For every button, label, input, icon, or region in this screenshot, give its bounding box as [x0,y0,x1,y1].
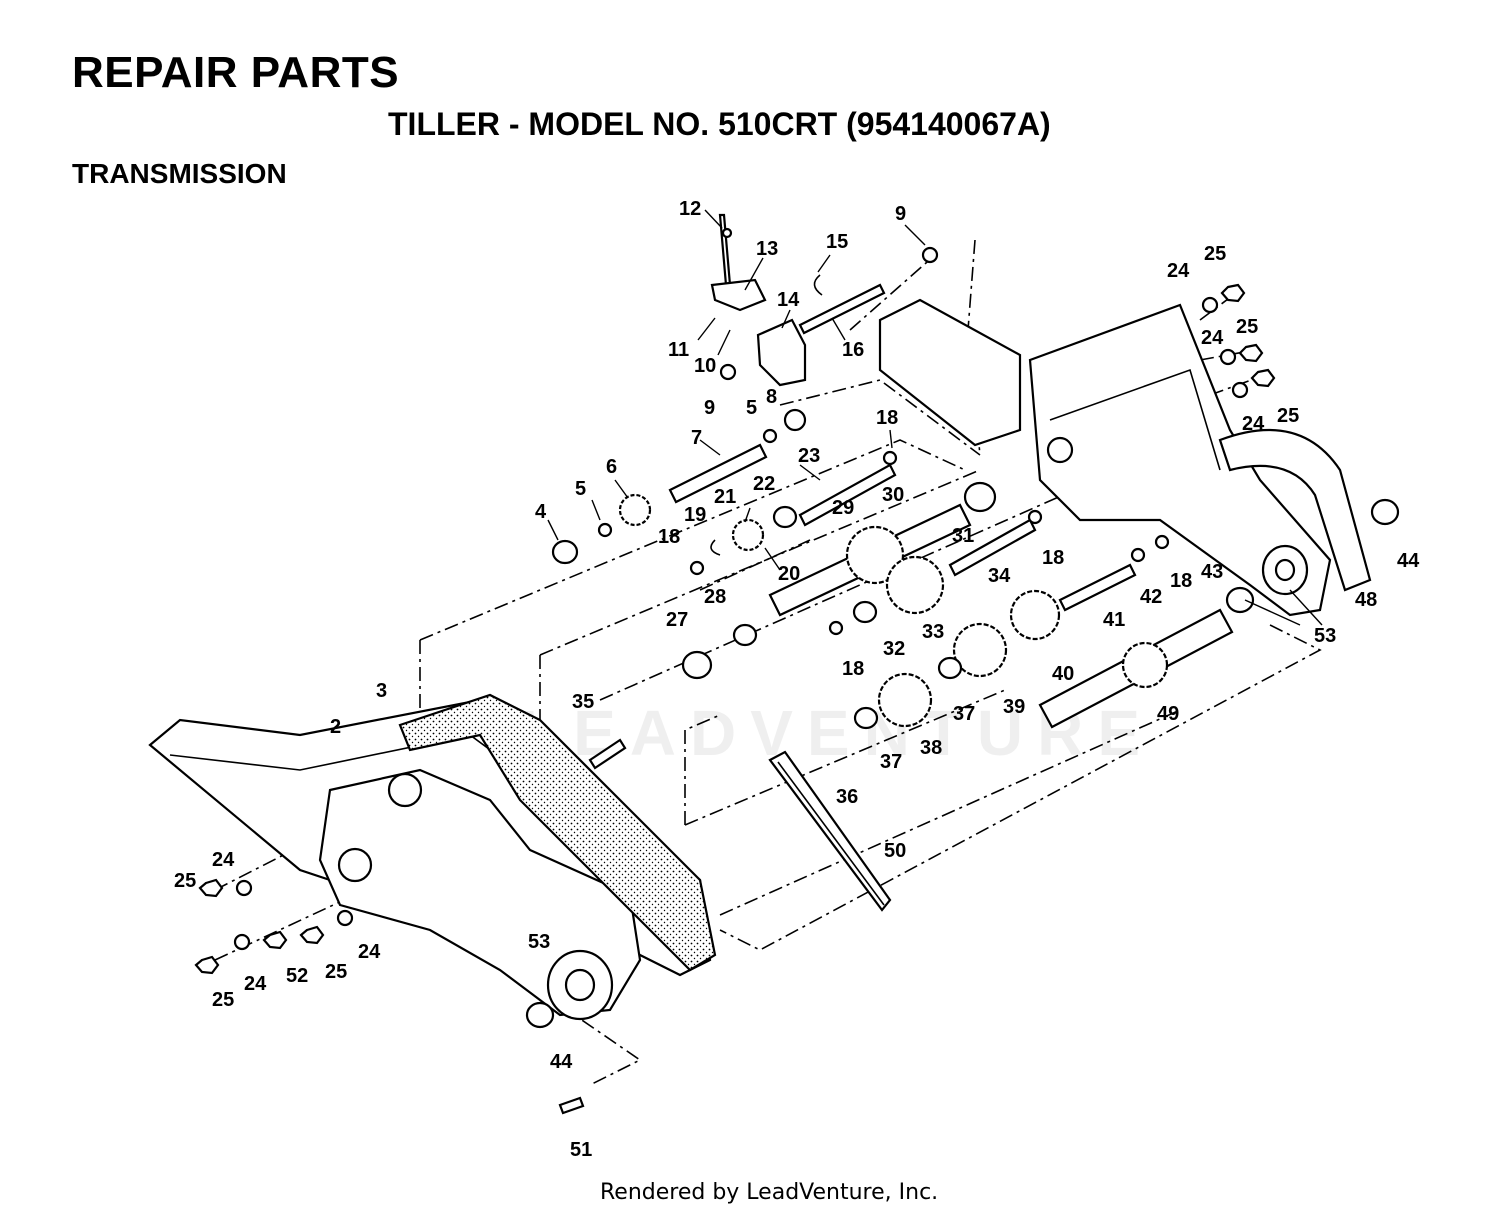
callout-42: 42 [1140,586,1162,608]
right-housing [878,298,1372,617]
washers-nuts [194,227,1276,975]
callout-39: 39 [1003,696,1025,718]
callout-10: 10 [694,355,716,377]
callout-30: 30 [882,484,904,506]
callout-31: 31 [952,525,974,547]
callout-9: 9 [895,203,906,225]
callout-5: 5 [746,397,757,419]
drive-belt [768,750,892,912]
callout-25: 25 [1277,405,1299,427]
callout-24: 24 [1201,327,1224,349]
footer-credit: Rendered by LeadVenture, Inc. [600,1180,939,1205]
callout-13: 13 [756,238,778,260]
callout-36: 36 [836,786,858,808]
callout-24: 24 [1167,260,1190,282]
callout-25: 25 [1236,316,1258,338]
callout-4: 4 [535,501,547,523]
callout-18: 18 [1170,570,1192,592]
callout-22: 22 [753,473,775,495]
callout-24: 24 [244,973,267,995]
callout-34: 34 [988,565,1011,587]
shift-assembly [710,274,823,556]
callout-25: 25 [1204,243,1226,265]
sprockets [618,493,1169,728]
callout-15: 15 [826,231,848,253]
callout-51: 51 [570,1139,592,1161]
callout-44: 44 [550,1051,573,1073]
leader-lines [547,209,1323,626]
page-title: REPAIR PARTS [72,48,400,97]
callout-9: 9 [704,397,715,419]
callout-18: 18 [842,658,864,680]
callout-35: 35 [572,691,594,713]
callout-37: 37 [953,703,975,725]
callout-16: 16 [842,339,864,361]
callout-24: 24 [358,941,381,963]
callout-53: 53 [1314,625,1336,647]
callout-50: 50 [884,840,906,862]
gasket [398,693,717,972]
callout-32: 32 [883,638,905,660]
callout-25: 25 [174,870,196,892]
callout-37: 37 [880,751,902,773]
callout-18: 18 [1042,547,1064,569]
callout-24: 24 [212,849,235,871]
callout-18: 18 [876,407,898,429]
callout-6: 6 [606,456,617,478]
bearings [525,408,1400,1029]
callout-25: 25 [325,961,347,983]
callout-49: 49 [1157,703,1179,725]
callout-27: 27 [666,609,688,631]
callout-48: 48 [1355,589,1377,611]
bolts [558,738,627,1115]
callout-2: 2 [330,716,341,738]
callout-8: 8 [766,386,777,408]
callout-14: 14 [777,289,800,311]
callout-53: 53 [528,931,550,953]
callout-29: 29 [832,497,854,519]
callout-28: 28 [704,586,726,608]
callout-43: 43 [1201,561,1223,583]
callout-12: 12 [679,198,701,220]
model-subtitle: TILLER - MODEL NO. 510CRT (954140067A) [388,106,1051,142]
callout-38: 38 [920,737,942,759]
callout-23: 23 [798,445,820,467]
callout-40: 40 [1052,663,1074,685]
callout-labels: 12 13 15 9 14 11 10 16 9 5 8 7 18 23 6 5… [174,198,1420,1161]
callout-41: 41 [1103,609,1125,631]
callout-11: 11 [668,339,689,361]
callout-5: 5 [575,478,586,500]
callout-44: 44 [1397,550,1420,572]
section-heading: TRANSMISSION [72,158,287,189]
callout-24: 24 [1242,413,1265,435]
callout-19: 19 [684,504,706,526]
pulleys [546,544,1309,1021]
watermark: LEADVENTURE [520,697,1154,769]
callout-18: 18 [658,526,680,548]
callout-33: 33 [922,621,944,643]
callout-52: 52 [286,965,308,987]
callout-21: 21 [714,486,736,508]
callout-3: 3 [376,680,387,702]
callout-24: 25 [212,989,234,1011]
callout-20: 20 [778,563,800,585]
callout-7: 7 [691,427,702,449]
